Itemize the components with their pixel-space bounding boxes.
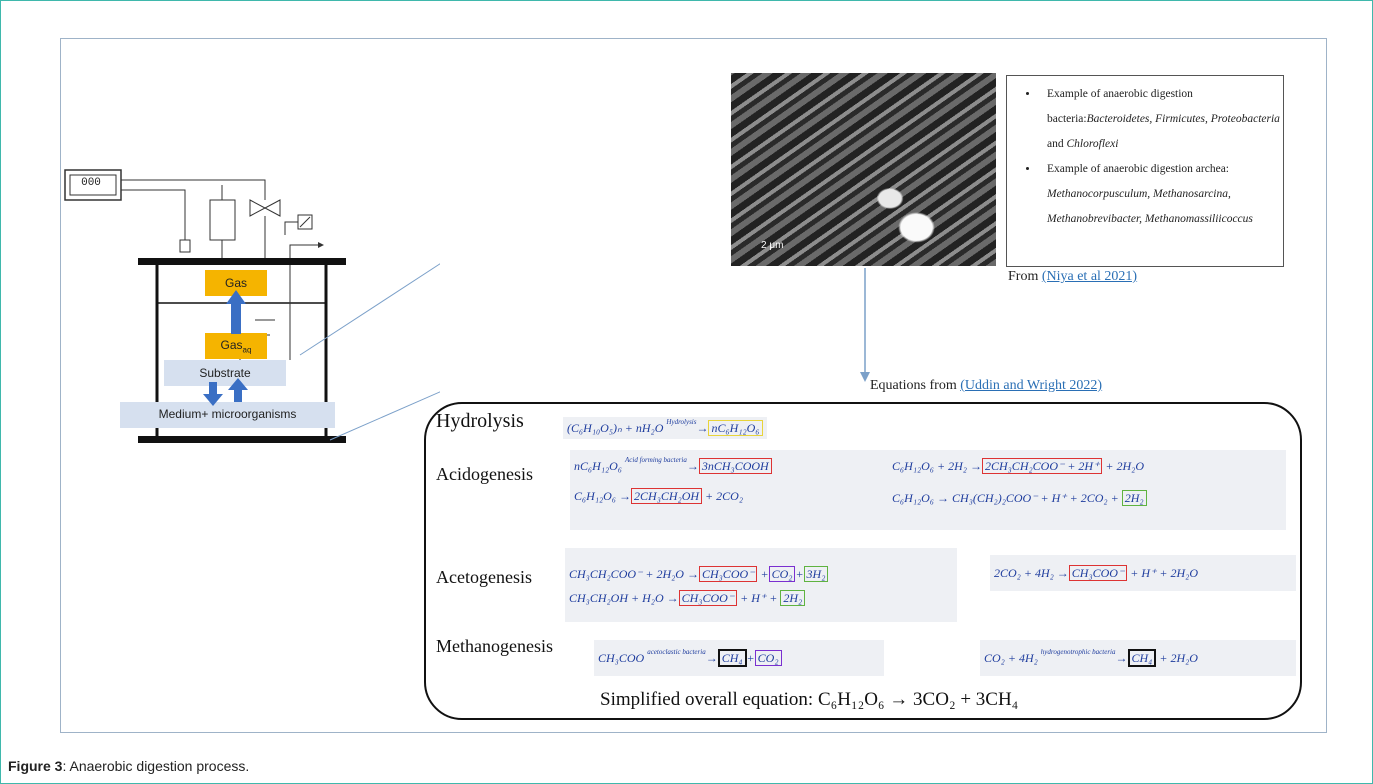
equation-hydrolysis: (C₆H₁₀O₅)ₙ + nH₂O Hydrolysis→nC₆H₁₂O₆	[563, 417, 767, 439]
equation-acid-4: C₆H₁₂O₆ → CH₃(CH₂)₂COO⁻ + H⁺ + 2CO₂ + 2H…	[892, 486, 1282, 510]
scale-bar-label: 2 μm	[761, 240, 784, 251]
equation-acid-2: C₆H₁₂O₆ →2CH₃CH₂OH + 2CO₂	[574, 488, 743, 504]
gas-aq-box	[205, 333, 267, 359]
stage-acidogenesis: Acidogenesis	[436, 464, 533, 484]
figure-panel	[60, 38, 1327, 733]
substrate-box	[164, 360, 286, 386]
niya-reference-link[interactable]: (Niya et al 2021)	[1041, 269, 1138, 284]
valve-icon	[249, 199, 267, 217]
equation-acid-1: nC₆H₁₂O₆ Acid forming bacteria→3nCH₃COOH	[574, 454, 884, 480]
microorganism-info-box: Example of anaerobic digestion bacteria:…	[1006, 75, 1284, 267]
condenser-icon	[209, 199, 236, 241]
bacteria-example: Example of anaerobic digestion bacteria:…	[1039, 82, 1283, 157]
equation-metha-2: CO₂ + 4H₂ hydrogenotrophic bacteria→CH₄ …	[980, 640, 1296, 676]
figure-caption: Figure 3: Anaerobic digestion process.	[8, 758, 250, 774]
acidogenesis-right-panel: C₆H₁₂O₆ + 2H₂ →2CH₃CH₂COO⁻ + 2H⁺ + 2H₂O …	[888, 450, 1286, 530]
stage-hydrolysis: Hydrolysis	[436, 410, 524, 432]
equation-acid-3: C₆H₁₂O₆ + 2H₂ →2CH₃CH₂COO⁻ + 2H⁺ + 2H₂O	[892, 458, 1145, 474]
controller-display: 000	[81, 177, 101, 189]
reactor-schematic	[64, 169, 440, 443]
equations-box	[424, 402, 1302, 720]
reactor-lid	[138, 258, 346, 265]
down-arrow-icon	[860, 268, 870, 382]
equation-metha-1: CH₃COO acetoclastic bacteria→CH₄+CO₂	[594, 640, 884, 676]
reactor-base	[138, 436, 346, 443]
medium-label: Medium+ microorganisms	[158, 407, 297, 421]
equations-source: Equations from (Uddin and Wright 2022)	[870, 378, 1103, 393]
medium-box	[120, 402, 335, 428]
equation-aceto-1: CH₃CH₂COO⁻ + 2H₂O →CH₃COO⁻ +CO₂+3H₂	[569, 562, 953, 586]
acetogenesis-left-panel: CH₃CH₂COO⁻ + 2H₂O →CH₃COO⁻ +CO₂+3H₂ CH₃C…	[565, 548, 957, 622]
stage-methanogenesis: Methanogenesis	[436, 636, 553, 656]
gas-label: Gas	[224, 276, 247, 290]
micrograph-source: From (Niya et al 2021)	[1008, 269, 1138, 284]
equation-aceto-3: 2CO₂ + 4H₂ →CH₃COO⁻ + H⁺ + 2H₂O	[990, 555, 1296, 591]
acidogenesis-left-panel: nC₆H₁₂O₆ Acid forming bacteria→3nCH₃COOH…	[570, 450, 888, 530]
stage-acetogenesis: Acetogenesis	[436, 567, 532, 587]
simplified-equation: Simplified overall equation: C₆H₁₂O₆ → 3…	[600, 689, 1019, 710]
uddin-reference-link[interactable]: (Uddin and Wright 2022)	[960, 378, 1103, 393]
sem-micrograph: 2 μm	[731, 73, 996, 266]
equation-aceto-2: CH₃CH₂OH + H₂O →CH₃COO⁻ + H⁺ + 2H₂	[569, 586, 953, 610]
gas-aq-label: Gasaq	[220, 338, 252, 355]
archea-example: Example of anaerobic digestion archea: M…	[1039, 157, 1283, 232]
substrate-label: Substrate	[199, 366, 251, 380]
